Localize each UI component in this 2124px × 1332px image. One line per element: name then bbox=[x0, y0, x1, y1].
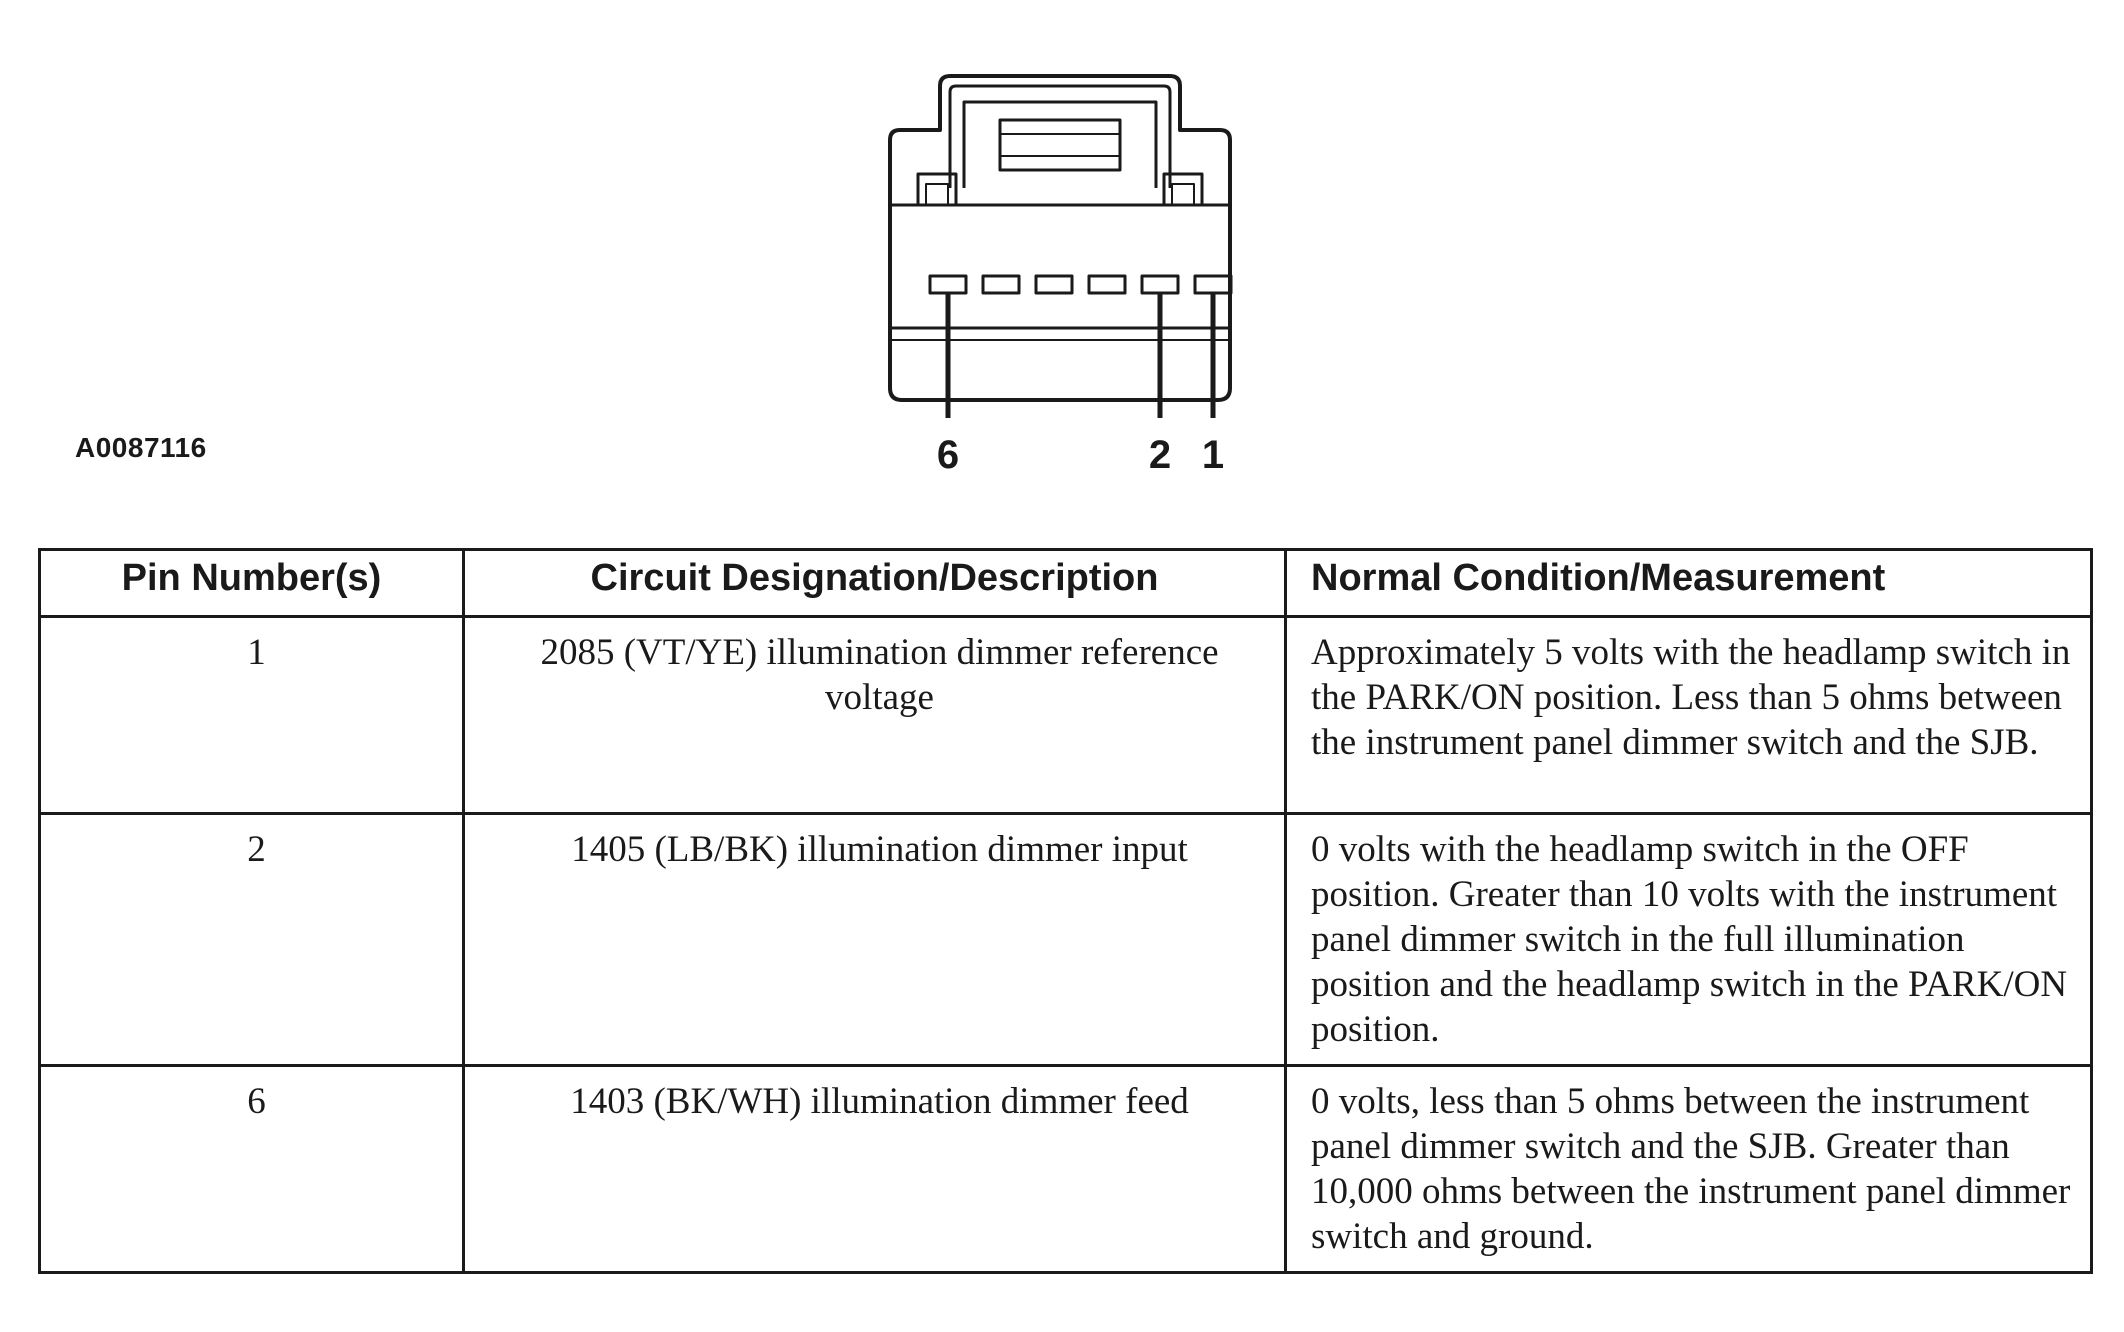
cell-circuit: 1405 (LB/BK) illumination dimmer input bbox=[462, 812, 1287, 1067]
cell-measurement: 0 volts, less than 5 ohms between the in… bbox=[1284, 1064, 2093, 1274]
cell-measurement: 0 volts with the headlamp switch in the … bbox=[1284, 812, 2093, 1067]
cell-measurement: Approximately 5 volts with the headlamp … bbox=[1284, 615, 2093, 815]
latch-inner bbox=[948, 84, 1172, 188]
pin-cavity-5 bbox=[981, 274, 1021, 295]
header-pin-numbers: Pin Number(s) bbox=[38, 548, 465, 618]
pin-cavity-6 bbox=[928, 274, 968, 295]
header-circuit-designation: Circuit Designation/Description bbox=[462, 548, 1287, 618]
pin-label-6: 6 bbox=[937, 433, 959, 477]
cell-circuit: 2085 (VT/YE) illumination dimmer referen… bbox=[462, 615, 1287, 815]
cell-pin: 6 bbox=[38, 1064, 465, 1274]
pinout-table: Pin Number(s) Circuit Designation/Descri… bbox=[38, 548, 2093, 1274]
table-header-row: Pin Number(s) Circuit Designation/Descri… bbox=[38, 548, 2093, 618]
cell-circuit: 1403 (BK/WH) illumination dimmer feed bbox=[462, 1064, 1287, 1274]
pin-cavity-3 bbox=[1087, 274, 1127, 295]
pin-cavity-2 bbox=[1140, 274, 1180, 295]
figure-id: A0087116 bbox=[75, 432, 207, 463]
table-row: 2 1405 (LB/BK) illumination dimmer input… bbox=[38, 812, 2093, 1067]
table-row: 1 2085 (VT/YE) illumination dimmer refer… bbox=[38, 615, 2093, 815]
keyway-right bbox=[1162, 172, 1204, 205]
header-normal-condition: Normal Condition/Measurement bbox=[1284, 548, 2093, 618]
pin-cavity-4 bbox=[1034, 274, 1074, 295]
latch-tab bbox=[998, 118, 1122, 172]
keyway-left bbox=[916, 172, 958, 205]
connector-housing bbox=[888, 74, 1232, 402]
connector-diagram: 6 2 1 bbox=[888, 74, 1233, 477]
pin-label-1: 1 bbox=[1202, 433, 1224, 477]
cell-pin: 1 bbox=[38, 615, 465, 815]
cell-pin: 2 bbox=[38, 812, 465, 1067]
table-row: 6 1403 (BK/WH) illumination dimmer feed … bbox=[38, 1064, 2093, 1274]
pin-cavity-1 bbox=[1193, 274, 1233, 295]
pin-label-2: 2 bbox=[1149, 433, 1171, 477]
